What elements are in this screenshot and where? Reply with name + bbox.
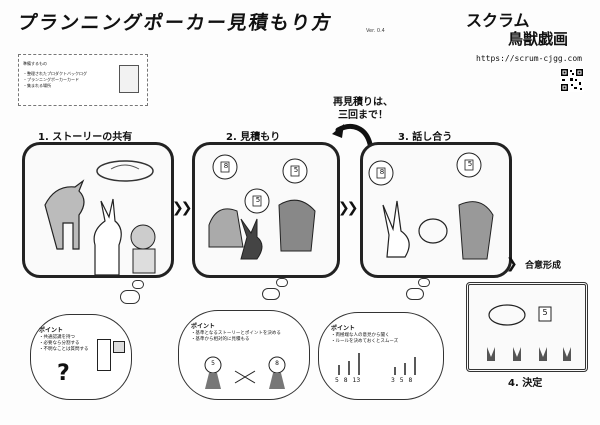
preparation-title: 準備するもの (23, 61, 47, 66)
page-title: プランニングポーカー見積もり方 (16, 12, 335, 34)
step3-label: 3. 話し合う (398, 132, 453, 143)
point-item: ・共通認識を持つ (39, 335, 75, 340)
point-cloud-2: ポイント ・基準となるストーリーとポイントを決める ・基準から相対的に見積もる … (178, 310, 310, 400)
version-label: Ver. 0.4 (366, 28, 385, 34)
preparation-item: ・整理されたプロダクトバックログ (23, 71, 87, 76)
question-mark: ? (57, 361, 70, 386)
chevron-right-icon: ❯❯ (172, 200, 193, 216)
card-thumbnail-image (119, 65, 139, 93)
point-title: ポイント (39, 327, 64, 334)
chevron-down-right-icon: ❯ (506, 256, 518, 272)
point-item: ・ルールを決めておくとスムーズ (331, 339, 399, 344)
point-list: ・基準となるストーリーとポイントを決める ・基準から相対的に見積もる (191, 331, 301, 343)
estimate-value: 5 (335, 377, 339, 384)
step4-label: 4. 決定 (508, 378, 543, 389)
step4-illustration (487, 304, 571, 361)
point-title: ポイント (331, 325, 356, 332)
reestimate-line2: 三回まで！ (338, 110, 388, 121)
preparation-box: 準備するもの ・整理されたプロダクトバックログ ・プランニングポーカーカード ・… (18, 54, 148, 106)
preparation-item: ・プランニングポーカーカード (23, 77, 79, 82)
step1-illustration (44, 160, 156, 275)
thought-bubble (418, 278, 430, 287)
thought-bubble (120, 290, 140, 304)
card-small-icon (113, 341, 125, 353)
card-value: 8 (223, 162, 229, 170)
thought-bubble (262, 288, 280, 300)
step3-panel: 8 5 (360, 142, 512, 278)
card-value: 5 (467, 160, 473, 168)
step1-panel (22, 142, 174, 278)
point-item: ・基準から相対的に見積もる (191, 337, 250, 342)
step4-panel: 5 (466, 282, 588, 372)
card-value: 5 (255, 196, 261, 204)
chevron-right-icon: ❯❯ (338, 200, 359, 216)
estimate-set-a: 5 8 13 (335, 377, 360, 384)
thought-bubble (276, 278, 288, 287)
brand-line1: スクラム (466, 11, 530, 30)
point-cloud-3: ポイント ・両極端な人の意見から聞く ・ルールを決めておくとスムーズ 5 8 1… (318, 312, 444, 400)
brand-url[interactable]: https://scrum-cjgg.com (476, 54, 582, 63)
estimate-value: 5 (399, 377, 404, 384)
point-item: ・両極端な人の意見から聞く (331, 333, 390, 338)
reestimate-line1: 再見積りは、 (333, 97, 393, 108)
brand-line2: 鳥獣戯画 (508, 30, 569, 48)
thought-bubble (132, 280, 144, 289)
preparation-item: ・集まれる場所 (23, 83, 51, 88)
step2-label: 2. 見積もり (226, 132, 281, 143)
reestimate-note: 再見積りは、 三回まで！ (318, 96, 408, 122)
card-value: 5 (542, 308, 548, 317)
step1-label: 1. ストーリーの共有 (38, 132, 133, 143)
card-large-icon (97, 339, 111, 371)
estimate-value: 8 (343, 377, 348, 384)
estimate-value: 8 (408, 377, 413, 384)
qr-code-icon[interactable] (560, 68, 584, 92)
point-list: ・共通認識を持つ ・必要なら分割する ・不明なことは質問する (39, 335, 99, 353)
estimate-set-b: 3 5 8 (391, 377, 412, 384)
step3-illustration (368, 152, 494, 260)
point2-illustration (204, 356, 286, 389)
point-title: ポイント (191, 323, 216, 330)
estimate-value: 13 (352, 377, 361, 384)
curved-arrow-icon (332, 124, 373, 147)
card-value: 8 (275, 360, 279, 367)
card-value: 5 (211, 360, 215, 367)
point-item: ・基準となるストーリーとポイントを決める (191, 331, 281, 336)
point-item: ・不明なことは質問する (39, 347, 89, 352)
thought-bubble (406, 288, 424, 300)
preparation-list: ・整理されたプロダクトバックログ ・プランニングポーカーカード ・集まれる場所 (23, 71, 87, 89)
point-cloud-1: ポイント ・共通認識を持つ ・必要なら分割する ・不明なことは質問する ? (30, 314, 132, 400)
step2-illustration (208, 154, 316, 260)
point-item: ・必要なら分割する (39, 341, 80, 346)
consensus-label: 合意形成 (525, 261, 562, 271)
point3-bar-illustration (338, 353, 416, 375)
point-list: ・両極端な人の意見から聞く ・ルールを決めておくとスムーズ (331, 333, 435, 345)
estimate-value: 3 (391, 377, 395, 384)
card-value: 5 (293, 166, 299, 174)
step2-panel: 8 5 5 (192, 142, 340, 278)
card-value: 8 (379, 168, 385, 176)
